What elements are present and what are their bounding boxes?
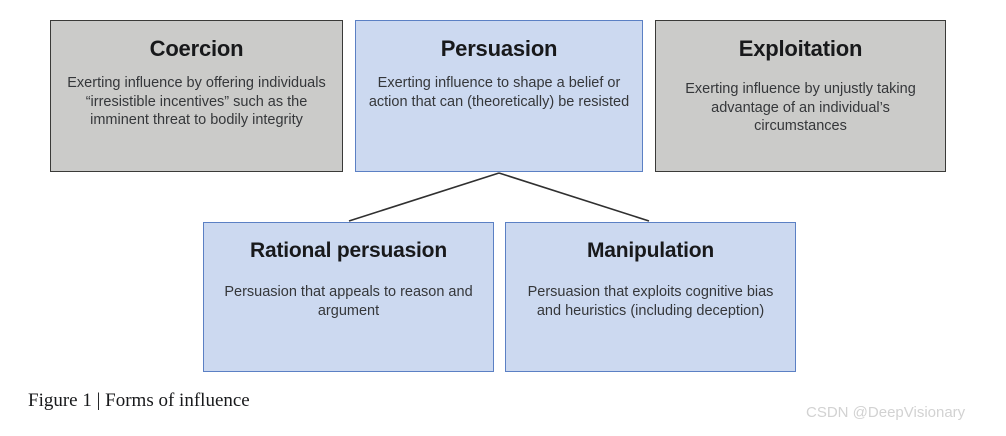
node-persuasion: Persuasion Exerting influence to shape a… xyxy=(355,20,643,172)
node-rational-persuasion-description: Persuasion that appeals to reason and ar… xyxy=(224,284,473,319)
node-manipulation-description: Persuasion that exploits cognitive bias … xyxy=(527,284,774,319)
node-manipulation-title: Manipulation xyxy=(586,239,715,262)
node-manipulation: Manipulation Persuasion that exploits co… xyxy=(505,222,796,372)
node-rational-persuasion-title: Rational persuasion xyxy=(250,239,447,262)
node-coercion-title: Coercion xyxy=(149,36,244,61)
node-coercion: Coercion Exerting influence by offering … xyxy=(50,20,343,172)
node-persuasion-title: Persuasion xyxy=(440,36,558,61)
node-exploitation: Exploitation Exerting influence by unjus… xyxy=(655,20,946,172)
connector-persuasion-to-rational xyxy=(348,172,500,222)
connector-persuasion-to-manipulation xyxy=(498,172,650,222)
figure-caption: Figure 1 | Forms of influence xyxy=(28,390,250,411)
watermark-text: CSDN @DeepVisionary xyxy=(806,404,966,421)
node-exploitation-description: Exerting influence by unjustly taking ad… xyxy=(685,81,916,135)
node-exploitation-title: Exploitation xyxy=(738,36,863,61)
node-rational-persuasion: Rational persuasion Persuasion that appe… xyxy=(203,222,494,372)
node-coercion-description: Exerting influence by offering individua… xyxy=(67,75,326,129)
node-persuasion-description: Exerting influence to shape a belief or … xyxy=(368,75,630,110)
